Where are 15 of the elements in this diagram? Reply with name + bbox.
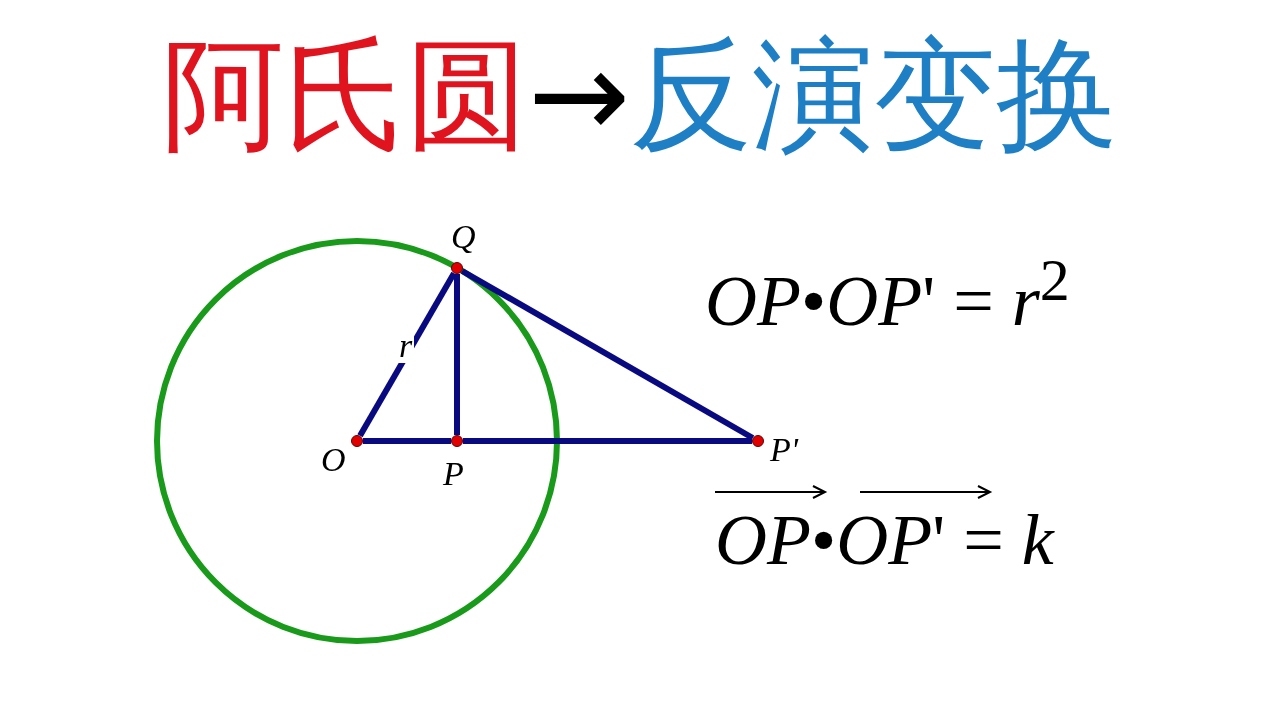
line-segment bbox=[357, 271, 457, 438]
line-segment bbox=[454, 274, 460, 435]
line-segment bbox=[363, 438, 451, 444]
line-segment bbox=[463, 438, 752, 444]
point-label: Q bbox=[451, 220, 476, 254]
point-label: P bbox=[443, 457, 464, 491]
formula: OP•OP' = k bbox=[715, 500, 1054, 580]
point-label: O bbox=[321, 443, 346, 477]
point-label: P' bbox=[770, 433, 799, 467]
point-dot bbox=[752, 435, 764, 447]
point-dot bbox=[351, 435, 363, 447]
title: 阿氏圆→反演变换 bbox=[160, 23, 1120, 168]
formula: OP•OP' = r$^{2}$ bbox=[705, 246, 1070, 341]
point-dot bbox=[451, 435, 463, 447]
line-segment bbox=[460, 268, 755, 441]
